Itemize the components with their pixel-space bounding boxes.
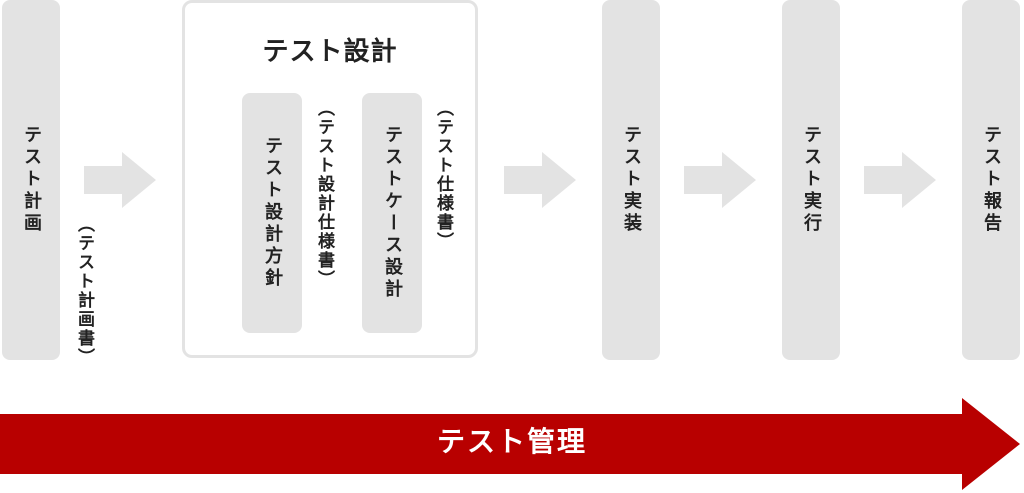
flow-arrow-1	[84, 152, 156, 208]
test-design-title: テスト設計	[262, 37, 398, 67]
phase-test-implementation: テスト実装	[602, 0, 660, 360]
phase-test-planning: テスト計画	[2, 0, 60, 360]
phase-test-reporting-label: テスト報告	[981, 125, 1002, 235]
phase-test-reporting: テスト報告	[962, 0, 1020, 360]
phase-test-execution-label: テスト実行	[801, 125, 822, 235]
doc-test-spec: （テスト仕様書）	[433, 99, 453, 251]
phase-test-execution: テスト実行	[782, 0, 840, 360]
test-management-arrow	[0, 398, 1020, 490]
doc-test-plan: （テスト計画書）	[74, 215, 94, 367]
flow-arrow-4	[864, 152, 936, 208]
phase-test-planning-label: テスト計画	[21, 125, 42, 235]
flow-arrow-3	[684, 152, 756, 208]
design-policy-box: テスト設計方針	[242, 93, 302, 333]
test-case-design-label: テストケース設計	[382, 125, 403, 301]
phase-test-implementation-label: テスト実装	[621, 125, 642, 235]
flow-arrow-2	[504, 152, 576, 208]
test-design-group: テスト設計 テスト設計方針 （テスト設計仕様書） テストケース設計 （テスト仕様…	[182, 0, 478, 358]
test-case-design-box: テストケース設計	[362, 93, 422, 333]
design-policy-label: テスト設計方針	[262, 136, 283, 290]
doc-design-spec: （テスト設計仕様書）	[314, 99, 334, 289]
test-management-label: テスト管理	[436, 425, 587, 458]
